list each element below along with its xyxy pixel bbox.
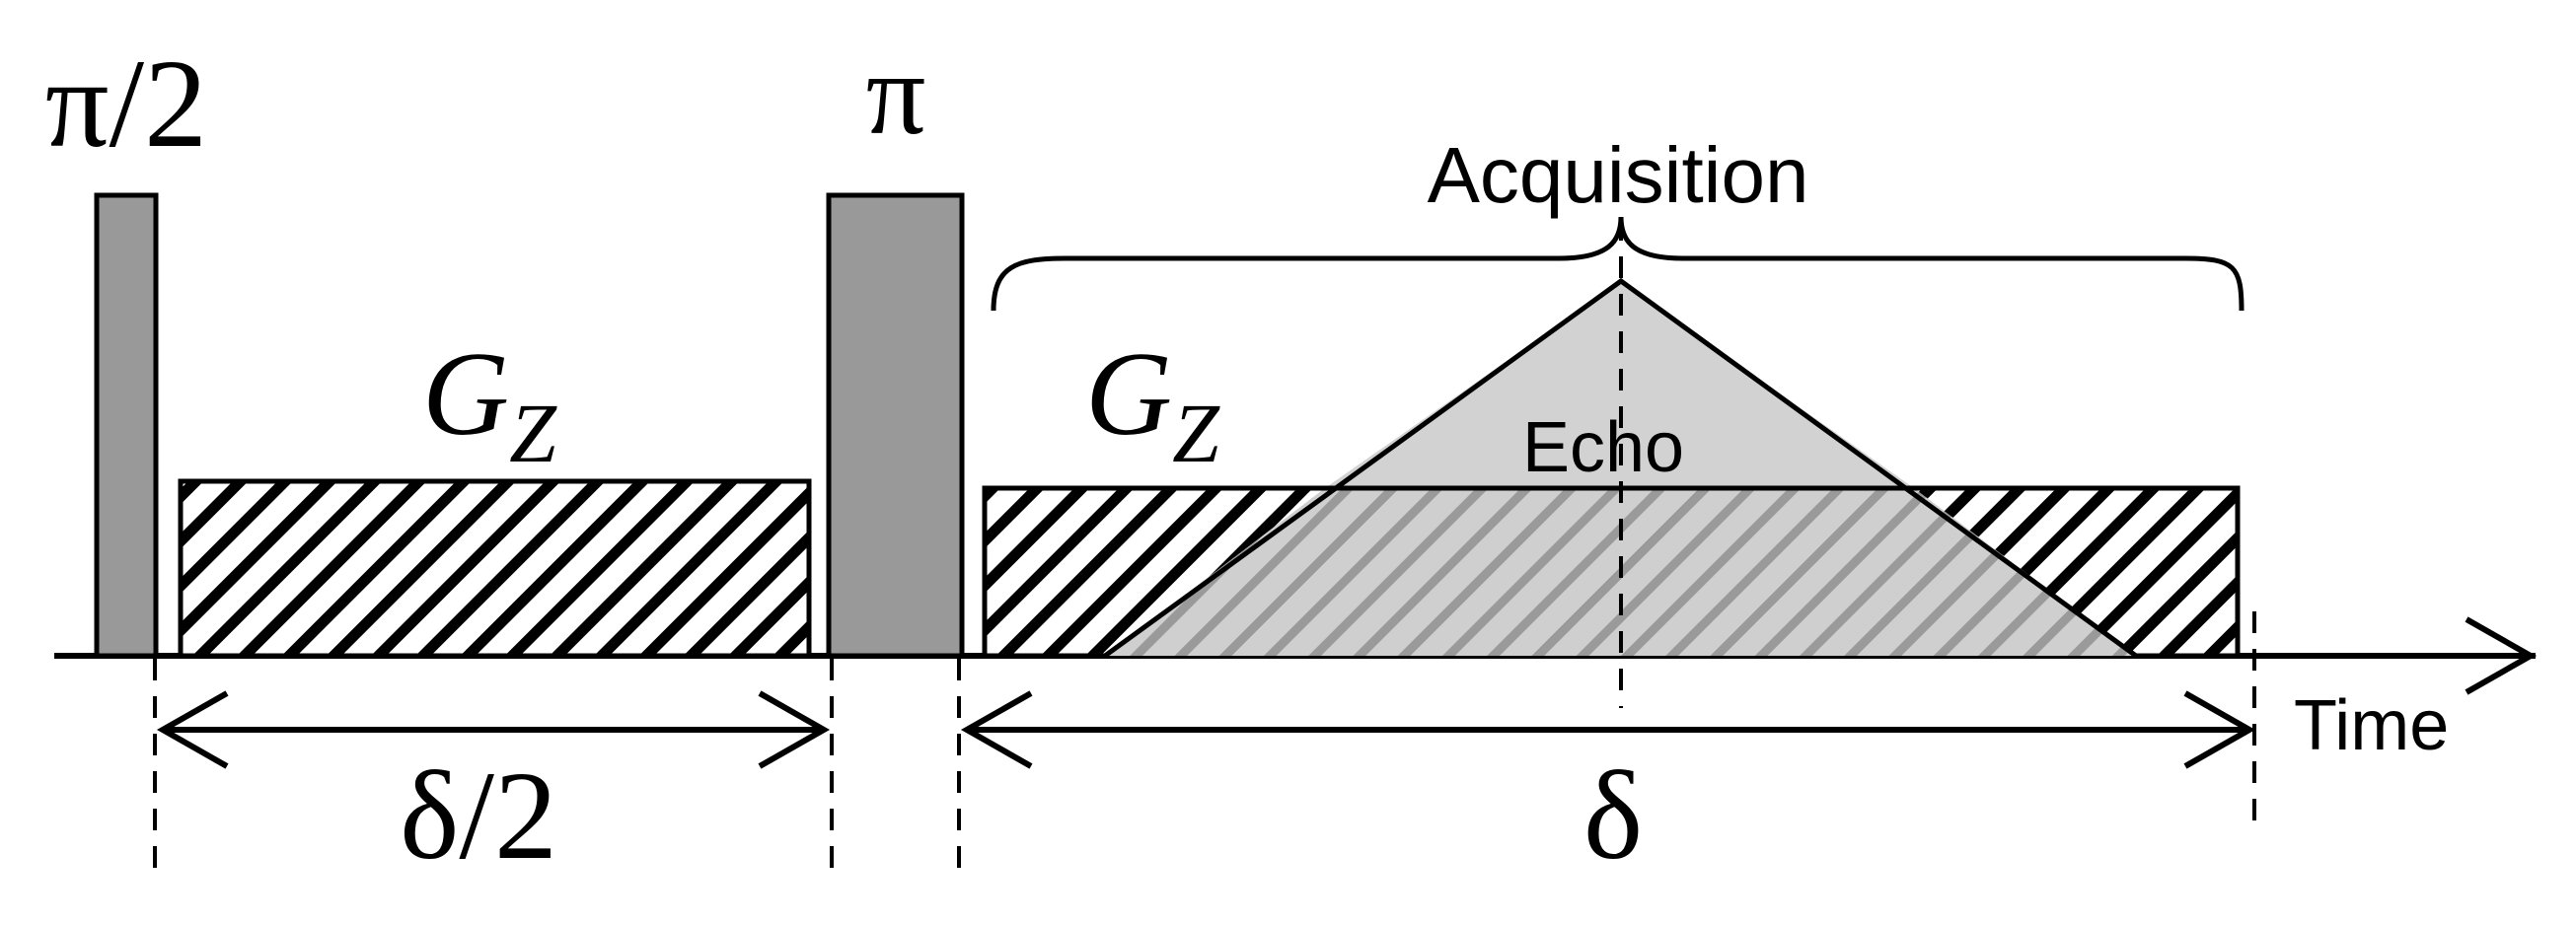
pulse-pi-rect [826, 192, 965, 659]
delta-half-arrowhead-left [156, 690, 229, 769]
delta-half-label: δ/2 [400, 746, 557, 886]
echo-label: Echo [1522, 408, 1684, 487]
acquisition-brace [991, 216, 2245, 312]
gradient-block-1 [178, 478, 812, 659]
pulse-pi-label: π [866, 28, 926, 159]
delta-label: δ [1583, 746, 1643, 886]
time-label: Time [2294, 686, 2449, 765]
delta-arrowhead-right [2183, 690, 2256, 769]
delta-arrowhead-left [960, 690, 1033, 769]
time-axis-arrowhead [2465, 616, 2538, 695]
pulse-half-rect [94, 192, 159, 659]
pulse-half-label: π/2 [45, 34, 207, 174]
gradient-label-1: GZ [422, 327, 557, 480]
gradient-label-2: GZ [1085, 327, 1220, 480]
echo-triangle-outline [1103, 277, 2138, 659]
acquisition-label: Acquisition [1428, 131, 1809, 219]
delta-half-arrowhead-right [758, 690, 831, 769]
